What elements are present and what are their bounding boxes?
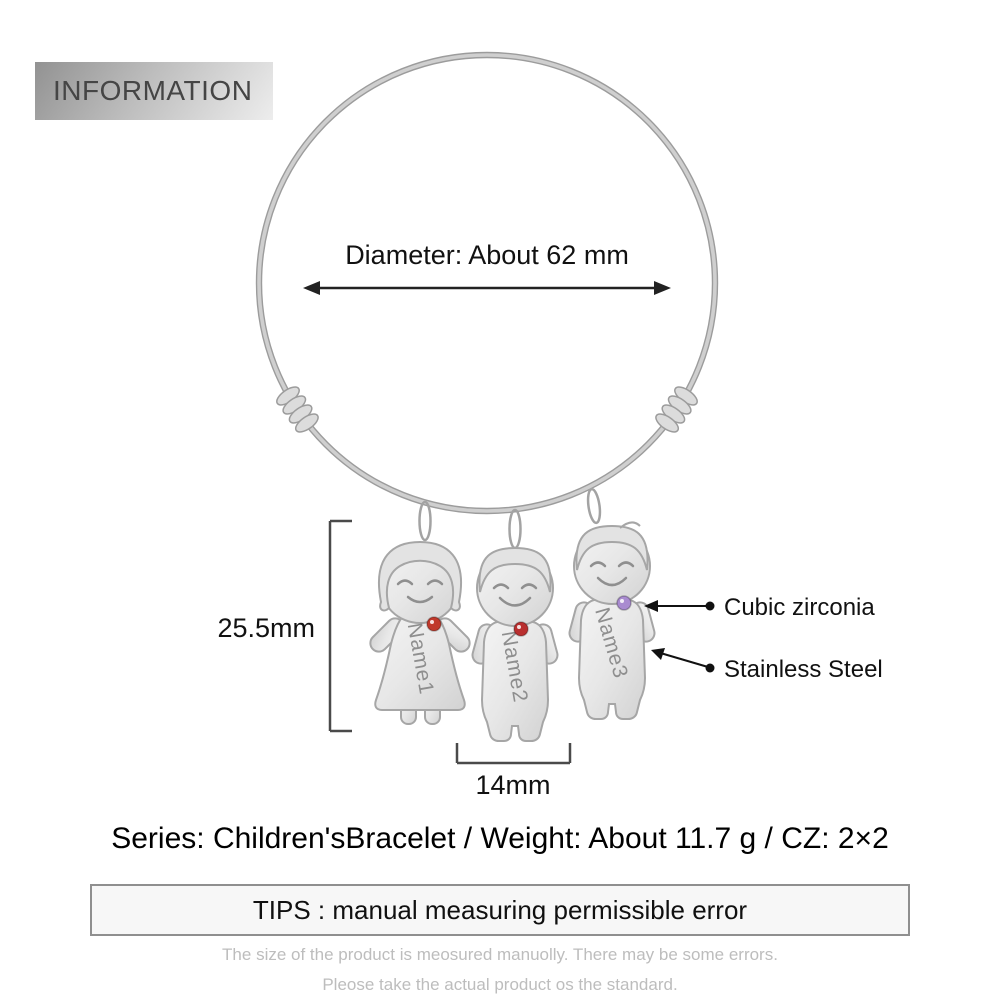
charm-girl xyxy=(369,540,471,725)
boy-hair-tuft xyxy=(619,521,641,529)
annotation-dot xyxy=(705,663,715,673)
height-label: 25.5mm xyxy=(217,613,315,643)
bangle-ring xyxy=(255,51,719,515)
charm-loop xyxy=(418,500,432,542)
annotation-stainless-steel: Stainless Steel xyxy=(651,648,883,683)
charm-boy-right xyxy=(568,521,656,720)
diameter-arrowhead-left xyxy=(303,281,320,295)
gem-highlight xyxy=(517,625,521,629)
annotation-arrowhead xyxy=(644,600,658,612)
boy-body xyxy=(480,621,550,742)
footer-note-1: The size of the product is meosured manu… xyxy=(222,945,778,964)
charm-loop xyxy=(586,487,602,525)
adjustable-coil-right xyxy=(655,386,698,433)
gem-highlight xyxy=(430,620,434,624)
boy-body xyxy=(577,599,647,720)
gem-highlight xyxy=(620,599,624,603)
charm-loop xyxy=(508,508,522,550)
birthstone-gem xyxy=(513,621,529,637)
annotation-dot xyxy=(705,601,715,611)
tips-box: TIPS : manual measuring permissible erro… xyxy=(90,884,910,936)
information-label: INFORMATION xyxy=(53,75,253,106)
boy-hair xyxy=(575,524,649,571)
adjustable-coil-left xyxy=(276,386,319,433)
width-label: 14mm xyxy=(475,770,550,800)
charm-boy-middle xyxy=(471,546,559,742)
boy-hair xyxy=(478,546,552,593)
diameter-label: Diameter: About 62 mm xyxy=(345,240,629,270)
girl-dress xyxy=(374,615,466,711)
girl-hair xyxy=(378,540,462,612)
height-measure-bracket xyxy=(328,519,352,733)
boy-face xyxy=(589,561,635,587)
annotation-cubic-zirconia: Cubic zirconia xyxy=(644,594,875,621)
tips-text: TIPS : manual measuring permissible erro… xyxy=(252,894,748,925)
annotation-arrowhead xyxy=(651,648,665,660)
birthstone-gem xyxy=(426,616,442,632)
diameter-annotation: Diameter: About 62 mm xyxy=(303,240,671,295)
girl-face xyxy=(396,579,444,604)
birthstone-gem xyxy=(616,595,632,611)
width-measure-bracket xyxy=(455,743,572,765)
series-text: Series: Children'sBracelet / Weight: Abo… xyxy=(111,822,889,855)
boy-face xyxy=(492,583,538,607)
footer-notes: The size of the product is meosured manu… xyxy=(0,940,1000,1000)
footer-note-2: Pleose take the actual product os the st… xyxy=(322,975,678,994)
information-badge: INFORMATION xyxy=(35,62,273,120)
annotation-label: Stainless Steel xyxy=(724,656,883,683)
annotation-line xyxy=(656,651,709,668)
annotation-label: Cubic zirconia xyxy=(724,594,875,621)
diameter-arrowhead-right xyxy=(654,281,671,295)
